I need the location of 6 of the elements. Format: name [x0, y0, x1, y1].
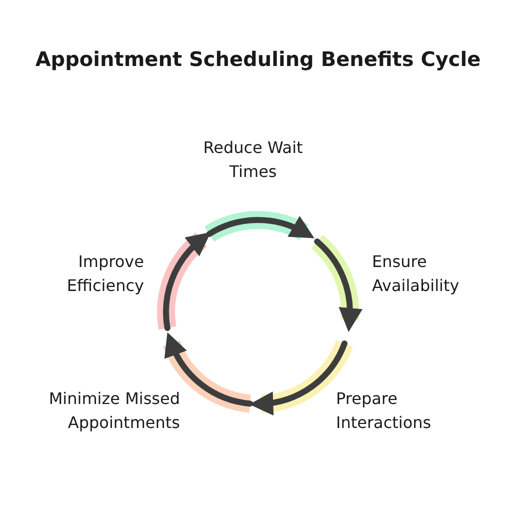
step-label: Prepare Interactions [336, 388, 432, 434]
step-label: Improve Efficiency [66, 251, 144, 297]
step-label: Reduce Wait Times [202, 137, 304, 183]
step-label: Minimize Missed Appointments [48, 388, 180, 434]
step-label: Ensure Availability [372, 251, 460, 297]
diagram-title: Appointment Scheduling Benefits Cycle [34, 46, 482, 73]
